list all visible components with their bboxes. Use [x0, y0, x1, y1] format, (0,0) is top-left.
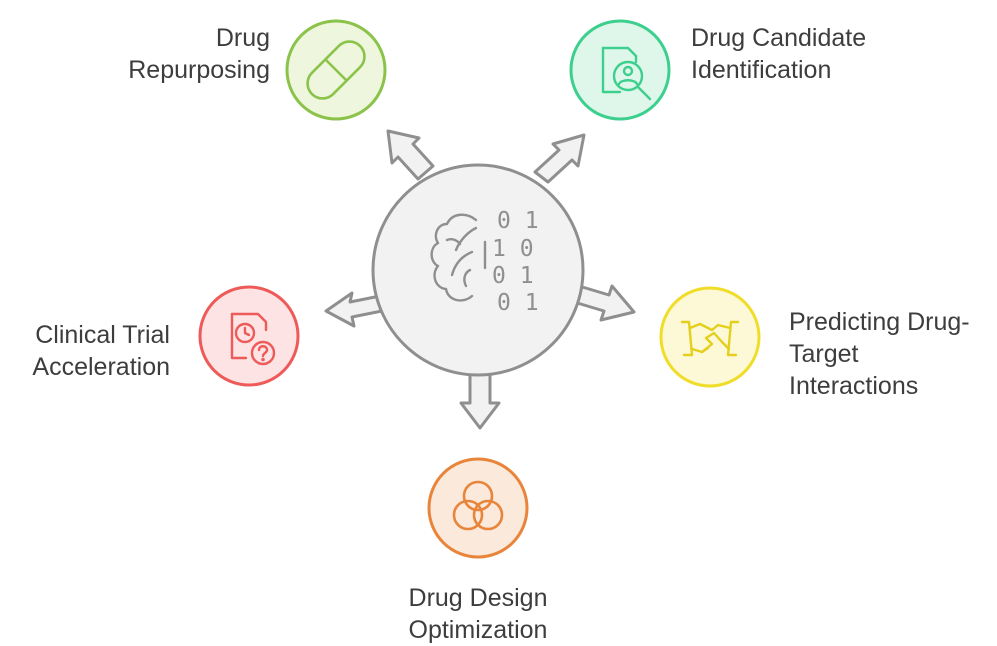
label-line: Interactions [789, 372, 919, 400]
label-line: Drug Design [408, 584, 548, 612]
binary-row: 0 1 [497, 208, 539, 234]
label-candidate: Drug Candidate Identification [691, 22, 866, 86]
binary-digits: 0 1 1 0 0 1 0 1 [492, 208, 539, 316]
center-circle [371, 163, 585, 377]
node-optimization [427, 457, 529, 559]
arrow-to-candidate [533, 133, 586, 184]
overlapping-circles-icon [452, 480, 504, 531]
capsule-pill-icon [306, 40, 366, 100]
binary-row: 0 1 [492, 263, 534, 289]
label-line: Target [789, 340, 859, 368]
label-line: Drug Candidate [691, 24, 867, 52]
arrow-to-clinical [324, 291, 384, 328]
arrow-to-interactions [572, 284, 636, 322]
label-line: Predicting Drug- [789, 308, 970, 336]
node-clinical [198, 285, 300, 387]
center-hub: 0 1 1 0 0 1 0 1 [371, 163, 585, 377]
label-optimization: Drug Design Optimization [378, 582, 578, 646]
node-candidate [569, 19, 671, 121]
handshake-icon [680, 320, 740, 357]
arrow-to-repurposing [386, 129, 435, 181]
label-line: Acceleration [32, 353, 170, 381]
label-line: Repurposing [128, 56, 270, 84]
label-repurposing: Drug Repurposing [128, 22, 270, 86]
binary-row: 0 1 [497, 290, 539, 316]
label-line: Clinical Trial [35, 321, 170, 349]
binary-row: 1 0 [492, 236, 534, 262]
clock-document-question-icon [230, 312, 276, 366]
label-line: Identification [691, 56, 832, 84]
node-interactions [659, 286, 761, 388]
label-clinical: Clinical Trial Acceleration [32, 319, 170, 383]
candidate-search-icon [601, 46, 652, 101]
arrows [324, 129, 636, 430]
label-line: Optimization [408, 616, 548, 644]
label-interactions: Predicting Drug- Target Interactions [789, 306, 970, 402]
ai-brain-binary-icon [430, 213, 487, 302]
node-repurposing [285, 19, 387, 121]
label-line: Drug [215, 24, 270, 52]
